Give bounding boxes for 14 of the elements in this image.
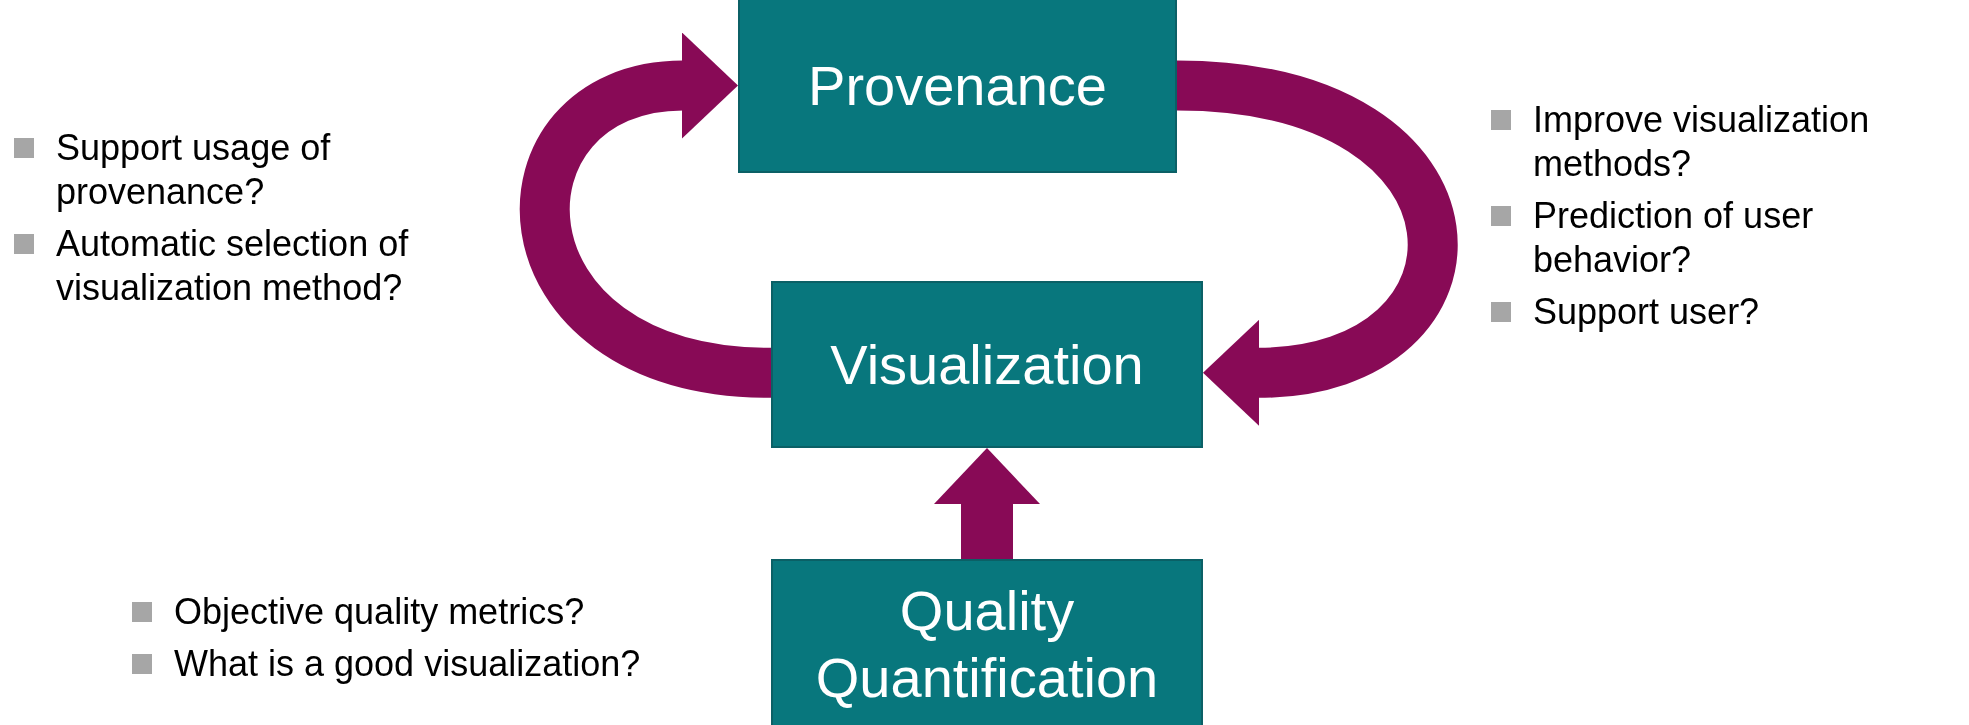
bullet-text: Support user? [1533, 289, 1760, 334]
process-box [738, 0, 1177, 173]
box-title: Visualization [830, 331, 1144, 398]
process-box [771, 281, 1203, 448]
bullet-text: Support usage of provenance? [56, 126, 332, 214]
box-title: Provenance [808, 52, 1107, 119]
bullet-text: What is a good visualization? [174, 641, 641, 686]
bullet-text: Automatic selection of visualization method? [56, 221, 410, 310]
curved-arrow [934, 448, 1040, 559]
bullet-text: Objective quality metrics? [174, 590, 585, 634]
process-box [771, 559, 1203, 725]
box-title: Quality Quantification [814, 577, 1160, 711]
bullet-text: Prediction of user behavior? [1533, 193, 1815, 282]
bullet-text: Improve visualization methods? [1533, 98, 1871, 186]
